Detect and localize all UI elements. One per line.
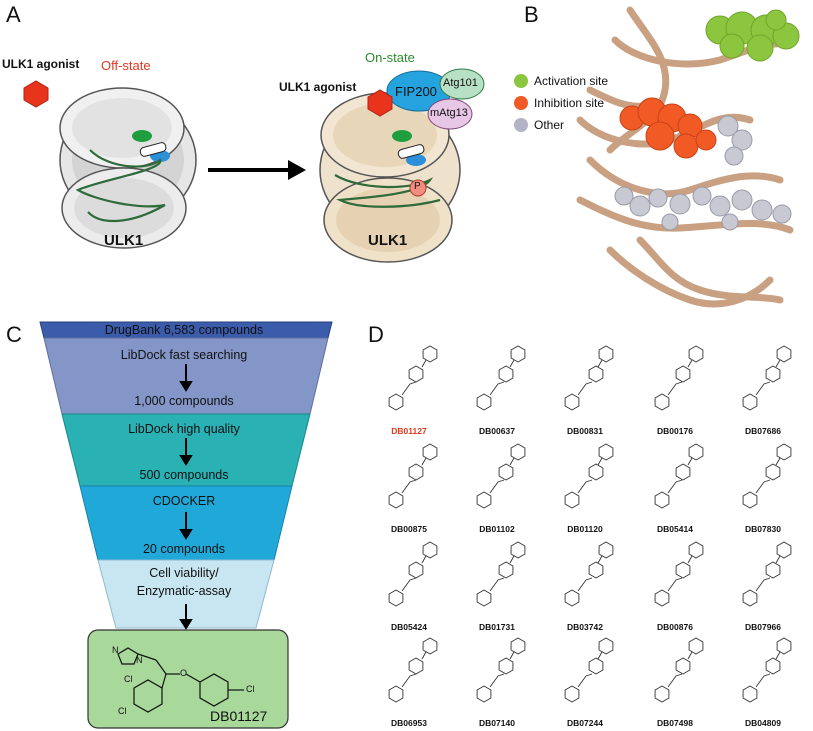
legend-activation-swatch xyxy=(514,74,528,88)
compound-label-DB00637: DB00637 xyxy=(479,426,515,436)
compound-label-DB00176: DB00176 xyxy=(657,426,693,436)
atom-cl3: Cl xyxy=(246,684,255,694)
compound-structure-DB01102 xyxy=(476,443,526,509)
compound-label-DB01102: DB01102 xyxy=(479,524,515,534)
compound-structure-DB03742 xyxy=(564,541,614,607)
compound-label-DB07498: DB07498 xyxy=(657,718,693,728)
atom-n2: N xyxy=(136,655,143,665)
compound-structure-DB00831 xyxy=(564,345,614,411)
legend-other: Other xyxy=(514,118,564,132)
ulk1-off-state xyxy=(59,87,197,249)
compound-label-DB01120: DB01120 xyxy=(567,524,603,534)
funnel-step-4-text-top: CDOCKER xyxy=(152,494,216,508)
off-state-label: Off-state xyxy=(101,58,151,73)
compound-label-DB07830: DB07830 xyxy=(745,524,781,534)
funnel-step-3-text-top: LibDock high quality xyxy=(128,422,240,436)
compound-label-DB05424: DB05424 xyxy=(391,622,427,632)
compound-structure-DB07244 xyxy=(564,637,614,703)
result-compound-label: DB01127 xyxy=(210,708,268,724)
ulk1-on-state xyxy=(319,68,485,263)
atom-n1: N xyxy=(112,645,119,655)
panel-a-drawing xyxy=(23,68,485,263)
legend-inhibition-swatch xyxy=(514,96,528,110)
on-state-label: On-state xyxy=(365,50,415,65)
atom-o: O xyxy=(180,668,188,678)
protein-structure xyxy=(576,6,800,308)
funnel-step-4-text-bottom: 20 compounds xyxy=(142,542,225,556)
compound-structure-DB00876 xyxy=(654,541,704,607)
compound-label-DB07686: DB07686 xyxy=(745,426,781,436)
transition-arrow-head xyxy=(288,160,306,180)
panel-c: DrugBank 6,583 compounds LibDock fast se… xyxy=(0,318,368,731)
legend-inhibition-label: Inhibition site xyxy=(534,96,605,110)
compound-structure-DB07498 xyxy=(654,637,704,703)
compound-label-DB04809: DB04809 xyxy=(745,718,781,728)
compound-structure-DB00875 xyxy=(388,443,438,509)
compound-structure-DB04809 xyxy=(742,637,792,703)
agonist-label-left: ULK1 agonist xyxy=(2,57,80,71)
compound-structure-DB05424 xyxy=(388,541,438,607)
compound-label-DB07140: DB07140 xyxy=(479,718,515,728)
funnel-step-3-text-bottom: 500 compounds xyxy=(139,468,229,482)
compound-structure-DB07966 xyxy=(742,541,792,607)
funnel-step-5-text-bottom: Enzymatic-assay xyxy=(136,584,232,598)
legend-activation: Activation site xyxy=(514,74,608,88)
compound-structure-DB01731 xyxy=(476,541,526,607)
compound-label-DB01127: DB01127 xyxy=(391,426,427,436)
funnel-drawing xyxy=(39,321,333,729)
panel-label-d: D xyxy=(368,322,384,347)
legend-other-label: Other xyxy=(534,118,565,132)
compound-structures xyxy=(388,345,792,703)
fip200-label: FIP200 xyxy=(395,84,437,99)
funnel-step-2-text-bottom: 1,000 compounds xyxy=(134,394,234,408)
panel-b: Activation site Inhibition site Other xyxy=(514,0,813,330)
ulk1-label-right: ULK1 xyxy=(368,232,408,249)
compound-label-DB07244: DB07244 xyxy=(567,718,603,728)
panel-label-a: A xyxy=(6,2,21,27)
compound-structure-DB01120 xyxy=(564,443,614,509)
legend-inhibition: Inhibition site xyxy=(514,96,604,110)
compound-structure-DB05414 xyxy=(654,443,704,509)
atg101-label: Atg101 xyxy=(443,77,478,89)
compound-label-DB01731: DB01731 xyxy=(479,622,515,632)
panel-a: ULK1 agonist Off-state On-state ULK1 ago… xyxy=(0,0,520,310)
compound-structure-DB00176 xyxy=(654,345,704,411)
compound-label-DB00831: DB00831 xyxy=(567,426,603,436)
funnel-step-1-text: DrugBank 6,583 compounds xyxy=(104,323,264,337)
compound-structure-DB07830 xyxy=(742,443,792,509)
compound-label-DB00876: DB00876 xyxy=(657,622,693,632)
funnel-step-5 xyxy=(97,559,275,629)
compound-label-DB05414: DB05414 xyxy=(657,524,693,534)
compound-label-DB03742: DB03742 xyxy=(567,622,603,632)
compound-label-DB00875: DB00875 xyxy=(391,524,427,534)
ulk1-label-left: ULK1 xyxy=(104,232,144,249)
agonist-hexagon-right xyxy=(367,89,393,117)
atom-cl2: Cl xyxy=(118,706,127,716)
compound-label-DB06953: DB06953 xyxy=(391,718,427,728)
matg13-label: mAtg13 xyxy=(430,107,468,119)
funnel-step-5-text-top: Cell viability/ xyxy=(149,566,219,580)
compound-label-DB07966: DB07966 xyxy=(745,622,781,632)
compound-structure-DB00637 xyxy=(476,345,526,411)
panel-label-c: C xyxy=(6,322,22,347)
agonist-label-right: ULK1 agonist xyxy=(279,80,357,94)
compound-structure-DB07686 xyxy=(742,345,792,411)
phospho-label: P xyxy=(414,181,421,192)
compound-structure-DB07140 xyxy=(476,637,526,703)
legend-other-swatch xyxy=(514,118,528,132)
agonist-hexagon-left xyxy=(23,80,49,108)
compound-structure-DB01127 xyxy=(388,345,438,411)
atom-cl1: Cl xyxy=(124,674,133,684)
compound-structure-DB06953 xyxy=(388,637,438,703)
panel-label-b: B xyxy=(524,2,539,27)
legend-activation-label: Activation site xyxy=(534,74,609,88)
funnel-step-2-text-top: LibDock fast searching xyxy=(120,348,248,362)
